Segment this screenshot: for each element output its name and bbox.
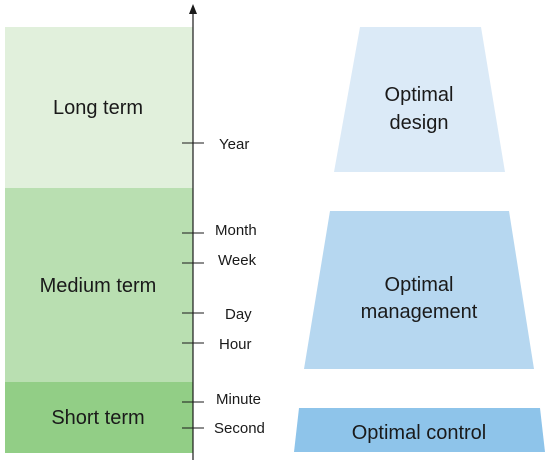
- tick-label-day: Day: [225, 306, 252, 323]
- tick-label-week: Week: [218, 252, 257, 269]
- long-term-label: Long term: [53, 97, 143, 119]
- optimal-control-label: Optimal control: [352, 422, 487, 444]
- tick-label-year: Year: [219, 136, 249, 153]
- short-term-band: [5, 382, 193, 453]
- optimal-management-label-line-2: management: [361, 301, 478, 323]
- optimal-design-box: [334, 27, 505, 172]
- optimal-design-label-line-2: design: [390, 112, 449, 134]
- tick-label-hour: Hour: [219, 336, 252, 353]
- short-term-label: Short term: [51, 407, 144, 429]
- optimal-management-label-line-1: Optimal: [385, 274, 454, 296]
- medium-term-label: Medium term: [40, 275, 157, 297]
- long-term-band: [5, 27, 193, 188]
- optimal-management-box: [304, 211, 534, 369]
- optimal-design-label-line-1: Optimal: [385, 84, 454, 106]
- medium-term-band: [5, 188, 193, 382]
- tick-label-month: Month: [215, 222, 257, 239]
- tick-label-second: Second: [214, 420, 265, 437]
- time-axis-arrow-icon: [189, 4, 197, 14]
- optimal-control-box: [294, 408, 545, 452]
- tick-label-minute: Minute: [216, 391, 261, 408]
